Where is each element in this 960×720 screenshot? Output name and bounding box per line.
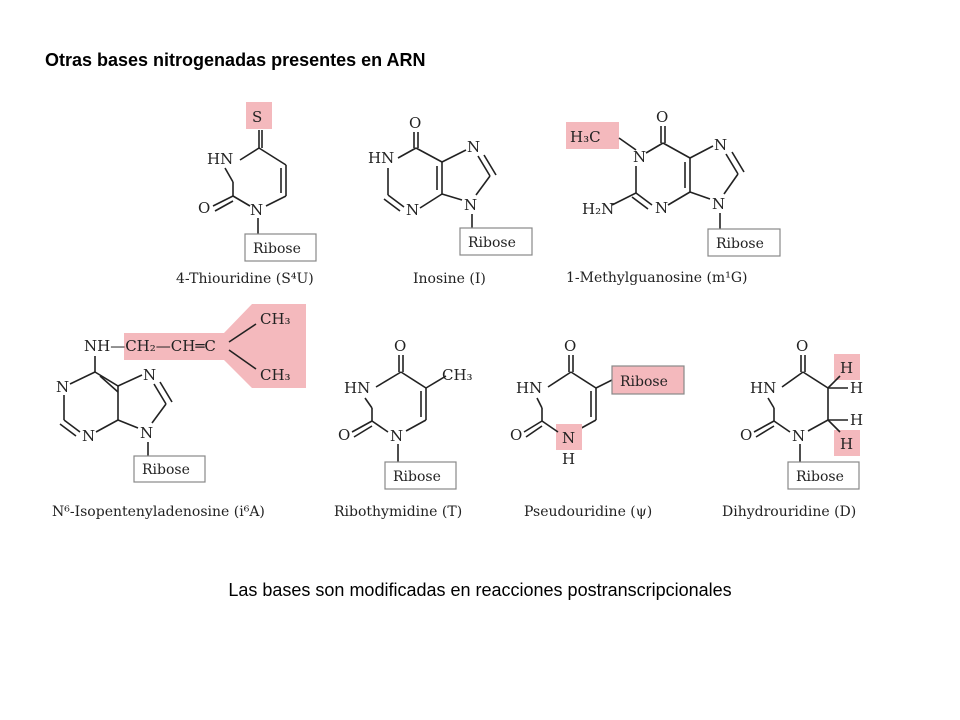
atom-n: N bbox=[562, 429, 575, 447]
atom-ch3: CH₃ bbox=[442, 366, 473, 384]
atom-o: O bbox=[510, 426, 522, 444]
atom-nh-chain: NH—CH₂—CH═C bbox=[84, 337, 216, 355]
molecule-isopentenyladenosine: NH—CH₂—CH═C CH₃ CH₃ N N N N Ribose N⁶-Is… bbox=[52, 304, 306, 520]
atom-n: N bbox=[250, 201, 263, 219]
atom-n: N bbox=[712, 195, 725, 213]
atom-n: N bbox=[655, 199, 668, 217]
atom-hn: HN bbox=[516, 379, 542, 397]
atom-hn: HN bbox=[368, 149, 394, 167]
ribose-label: Ribose bbox=[796, 469, 844, 485]
ribose-label: Ribose bbox=[468, 235, 516, 251]
ribose-highlight bbox=[612, 366, 684, 394]
atom-ch3: CH₃ bbox=[260, 366, 291, 384]
atom-hn: HN bbox=[344, 379, 370, 397]
atom-h: H bbox=[840, 359, 853, 377]
methyl-highlight bbox=[566, 122, 619, 149]
ribose-label: Ribose bbox=[393, 469, 441, 485]
molecule-ribothymidine: O HN CH₃ N O Ribose Ribothymidine (T) bbox=[334, 337, 473, 520]
atom-n: N bbox=[633, 148, 646, 166]
nitrogen-highlight bbox=[556, 424, 582, 450]
molecule-name: Ribothymidine (T) bbox=[334, 504, 462, 520]
atom-n: N bbox=[714, 136, 727, 154]
atom-h: H bbox=[850, 411, 863, 429]
molecule-name: 4-Thiouridine (S⁴U) bbox=[176, 271, 314, 287]
molecule-name: 1-Methylguanosine (m¹G) bbox=[566, 270, 747, 286]
ribose-label: Ribose bbox=[253, 241, 301, 257]
molecule-inosine: O HN N N N Ribose Inosine (I) bbox=[368, 114, 533, 287]
sulfur-highlight bbox=[246, 102, 272, 129]
slide-caption: Las bases son modificadas en reacciones … bbox=[228, 580, 732, 600]
atom-ch3: CH₃ bbox=[260, 310, 291, 328]
atom-hn: HN bbox=[207, 150, 233, 168]
atom-h: H bbox=[562, 450, 575, 468]
atom-n: N bbox=[792, 427, 805, 445]
molecule-name: Inosine (I) bbox=[413, 271, 486, 287]
atom-o: O bbox=[394, 337, 406, 355]
atom-o: O bbox=[740, 426, 752, 444]
hydrogen-highlight-top bbox=[834, 354, 860, 380]
isopentenyl-highlight bbox=[124, 304, 306, 388]
atom-o: O bbox=[656, 108, 668, 126]
molecule-pseudouridine: O HN Ribose N H O Pseudouridine (ψ) bbox=[510, 337, 685, 520]
atom-o: O bbox=[564, 337, 576, 355]
atom-h3c: H₃C bbox=[570, 128, 601, 146]
atom-n: N bbox=[467, 138, 480, 156]
atom-h: H bbox=[840, 435, 853, 453]
atom-n: N bbox=[390, 427, 403, 445]
molecule-name: N⁶-Isopentenyladenosine (i⁶A) bbox=[52, 504, 265, 520]
molecule-dihydrouridine: O HN H H H H N O Ribose Dihydrouridine (… bbox=[722, 337, 863, 520]
molecule-thiouridine: S HN N O Ribose 4-Thiouridine (S⁴U) bbox=[176, 102, 317, 287]
atom-h2n: H₂N bbox=[582, 200, 614, 218]
ribose-label: Ribose bbox=[620, 374, 668, 390]
atom-s: S bbox=[252, 108, 262, 126]
atom-o: O bbox=[409, 114, 421, 132]
ribose-label: Ribose bbox=[142, 462, 190, 478]
atom-o: O bbox=[198, 199, 210, 217]
atom-n: N bbox=[464, 196, 477, 214]
atom-hn: HN bbox=[750, 379, 776, 397]
atom-n: N bbox=[406, 201, 419, 219]
atom-n: N bbox=[143, 366, 156, 384]
molecule-name: Dihydrouridine (D) bbox=[722, 504, 856, 520]
atom-h: H bbox=[850, 379, 863, 397]
hydrogen-highlight-bottom bbox=[834, 430, 860, 456]
molecule-name: Pseudouridine (ψ) bbox=[524, 504, 652, 520]
atom-o: O bbox=[338, 426, 350, 444]
atom-n: N bbox=[82, 427, 95, 445]
slide-title: Otras bases nitrogenadas presentes en AR… bbox=[45, 50, 426, 70]
atom-n: N bbox=[56, 378, 69, 396]
atom-n: N bbox=[140, 424, 153, 442]
molecule-methylguanosine: H₃C O N N N N H₂N Ribose 1-Methylguanosi… bbox=[566, 108, 781, 286]
ribose-label: Ribose bbox=[716, 236, 764, 252]
atom-o: O bbox=[796, 337, 808, 355]
